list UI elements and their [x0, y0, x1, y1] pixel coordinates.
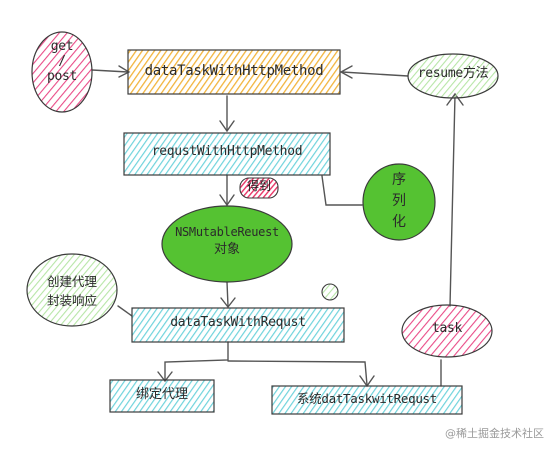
label-data-task-with-request: dataTaskWithRequst — [170, 315, 306, 330]
node-mutable-request — [161, 205, 293, 283]
label-serialize-2: 列 — [392, 193, 406, 209]
node-resume-method — [407, 53, 499, 99]
node-serialize — [362, 163, 436, 241]
label-mutable-request: NSMutableReuest 对象 — [162, 225, 292, 258]
label-slash: / — [58, 53, 66, 69]
decorative-small-circle — [321, 283, 339, 301]
badge-obtain — [239, 177, 279, 199]
node-data-task-with-request — [131, 307, 345, 343]
edge-request-to-serialize — [321, 175, 363, 206]
label-data-task-with-http-method: dataTaskWithHttpMethod — [144, 63, 324, 79]
node-task — [401, 304, 493, 358]
edge-datatask-request-arrowhead — [219, 120, 235, 133]
node-system-data-task — [271, 385, 463, 415]
label-post: post — [46, 68, 78, 84]
node-request-with-http-method — [123, 132, 331, 176]
edge-getpost-to-datatask — [91, 69, 129, 73]
node-data-task-with-http-method — [127, 49, 341, 95]
node-get-post — [31, 31, 93, 113]
edge-task-to-resume — [449, 94, 456, 307]
label-get: get — [50, 39, 74, 54]
edge-resume-arrowhead — [339, 65, 353, 79]
label-resume-method: resume方法 — [417, 66, 489, 81]
edge-mutable-arrowhead — [220, 297, 236, 309]
label-create-proxy-2: 封装响应 — [46, 293, 97, 308]
label-task: task — [431, 321, 463, 336]
label-serialize: 序 列 化 — [385, 170, 413, 233]
label-create-proxy: 创建代理 封装响应 — [27, 272, 117, 310]
label-bind-proxy: 绑定代理 — [135, 387, 188, 402]
edge-branch-trunk — [164, 341, 229, 381]
label-mutable-request-1: NSMutableReuest — [175, 225, 279, 239]
label-serialize-1: 序 — [392, 172, 406, 188]
edge-branch-right — [227, 360, 368, 386]
label-mutable-request-2: 对象 — [213, 241, 240, 257]
edge-resume-to-datatask — [341, 71, 409, 77]
edge-proxy-to-datatask-request — [117, 305, 133, 317]
label-obtain-badge: 得到 — [246, 179, 271, 193]
node-create-proxy — [26, 253, 118, 327]
label-serialize-3: 化 — [392, 214, 406, 230]
node-bind-proxy — [109, 379, 215, 413]
label-request-with-http-method: requstWithHttpMethod — [151, 144, 303, 159]
label-get-post: get / post — [32, 39, 92, 85]
label-system-data-task: 系统datTaskwitRequst — [296, 391, 437, 406]
edge-mutable-to-datatask-request — [226, 281, 229, 307]
watermark: @稀土掘金技术社区 — [445, 427, 544, 440]
edge-request-mutable-arrowhead — [219, 194, 235, 207]
label-create-proxy-1: 创建代理 — [46, 274, 97, 289]
